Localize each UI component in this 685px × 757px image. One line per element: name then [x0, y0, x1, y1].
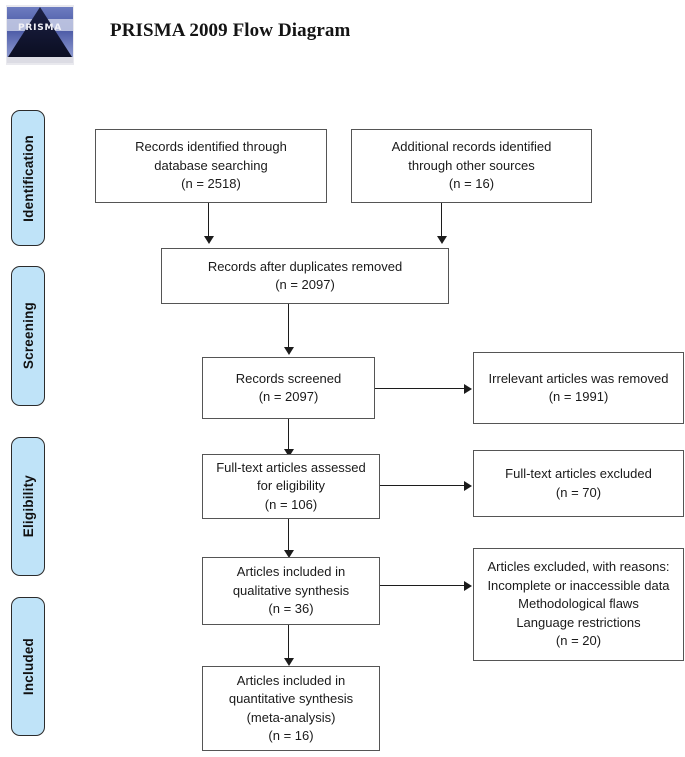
connector-duplicates-to-screened [288, 304, 289, 348]
connector-fulltext-to-qualitative [288, 519, 289, 551]
connector-fulltext-to-excluded [380, 485, 465, 486]
box-records-identified-database: Records identified through database sear… [95, 129, 327, 203]
box-articles-qualitative-synthesis: Articles included in qualitative synthes… [202, 557, 380, 625]
box-additional-records-other-sources-text: Additional records identified through ot… [391, 139, 552, 192]
connector-other-sources-to-duplicates [441, 203, 442, 237]
connector-qualitative-to-quantitative [288, 625, 289, 659]
stage-screening: Screening [11, 266, 45, 406]
box-irrelevant-articles-removed: Irrelevant articles was removed (n = 199… [473, 352, 684, 424]
arrowhead-screened-to-fulltext [283, 449, 294, 457]
arrowhead-fulltext-to-qualitative [283, 550, 294, 558]
connector-screened-to-irrelevant [375, 388, 465, 389]
stage-eligibility-label: Eligibility [20, 475, 36, 538]
box-articles-quantitative-synthesis: Articles included in quantitative synthe… [202, 666, 380, 751]
box-fulltext-articles-excluded: Full-text articles excluded (n = 70) [473, 450, 684, 517]
stage-included-label: Included [20, 637, 36, 696]
box-fulltext-articles-excluded-text: Full-text articles excluded (n = 70) [505, 466, 652, 500]
box-fulltext-articles-assessed-text: Full-text articles assessed for eligibil… [216, 459, 366, 512]
box-records-screened-text: Records screened (n = 2097) [235, 370, 342, 405]
box-additional-records-other-sources: Additional records identified through ot… [351, 129, 592, 203]
connector-screened-to-fulltext [288, 419, 289, 450]
stage-screening-label: Screening [20, 302, 36, 370]
box-articles-qualitative-synthesis-text: Articles included in qualitative synthes… [232, 564, 350, 617]
stage-identification: Identification [11, 110, 45, 246]
svg-text:PRISMA: PRISMA [18, 23, 62, 33]
stage-included: Included [11, 597, 45, 736]
box-articles-excluded-with-reasons-text: Articles excluded, with reasons: Incompl… [487, 559, 670, 649]
arrowhead-fulltext-to-excluded [464, 480, 472, 491]
stage-identification-label: Identification [20, 134, 36, 222]
box-fulltext-articles-assessed: Full-text articles assessed for eligibil… [202, 454, 380, 519]
box-irrelevant-articles-removed-text: Irrelevant articles was removed (n = 199… [488, 370, 669, 405]
box-articles-quantitative-synthesis-text: Articles included in quantitative synthe… [228, 672, 354, 744]
prisma-logo-icon: PRISMA [6, 5, 74, 65]
arrowhead-screened-to-irrelevant [464, 383, 472, 394]
arrowhead-qualitative-to-quantitative [283, 658, 294, 666]
box-records-after-duplicates-removed: Records after duplicates removed (n = 20… [161, 248, 449, 304]
box-records-identified-database-text: Records identified through database sear… [135, 139, 287, 192]
connector-database-to-duplicates [208, 203, 209, 237]
arrowhead-database-to-duplicates [203, 236, 214, 244]
arrowhead-other-sources-to-duplicates [436, 236, 447, 244]
box-articles-excluded-with-reasons: Articles excluded, with reasons: Incompl… [473, 548, 684, 661]
arrowhead-duplicates-to-screened [283, 347, 294, 355]
arrowhead-qualitative-to-reasons [464, 580, 472, 591]
page-title: PRISMA 2009 Flow Diagram [110, 20, 351, 41]
stage-eligibility: Eligibility [11, 437, 45, 576]
box-records-screened: Records screened (n = 2097) [202, 357, 375, 419]
connector-qualitative-to-reasons [380, 585, 465, 586]
box-records-after-duplicates-removed-text: Records after duplicates removed (n = 20… [207, 258, 403, 293]
